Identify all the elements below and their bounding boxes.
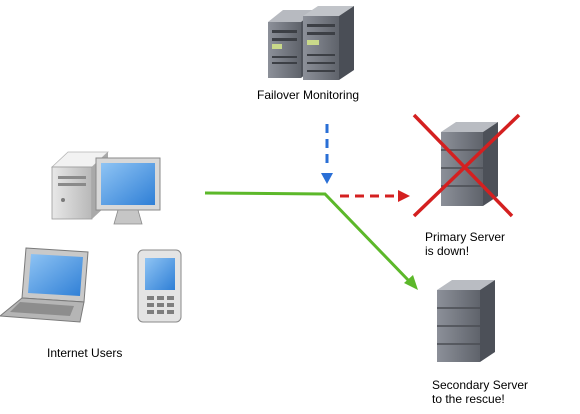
traffic-path xyxy=(204,191,418,290)
secondary-server-label-line1: Secondary Server xyxy=(432,378,529,392)
secondary-server-label: Secondary Server to the rescue! xyxy=(432,378,528,406)
laptop-icon xyxy=(0,247,89,323)
secondary-server-icon xyxy=(437,280,495,362)
failed-arrow xyxy=(340,190,410,202)
rack-server-pair-icon xyxy=(268,6,354,80)
primary-server-label-line1: Primary Server xyxy=(425,230,506,244)
secondary-server-label-line2: to the rescue! xyxy=(432,392,505,406)
monitor-arrow xyxy=(321,124,333,184)
mobile-phone-icon xyxy=(137,249,182,323)
primary-server-label-line2: is down! xyxy=(425,244,470,258)
internet-users-label: Internet Users xyxy=(47,346,123,360)
primary-server-label: Primary Server is down! xyxy=(425,230,505,258)
failover-monitoring-label: Failover Monitoring xyxy=(257,88,360,102)
red-x-icon xyxy=(412,113,521,218)
desktop-computer-icon xyxy=(50,151,161,225)
